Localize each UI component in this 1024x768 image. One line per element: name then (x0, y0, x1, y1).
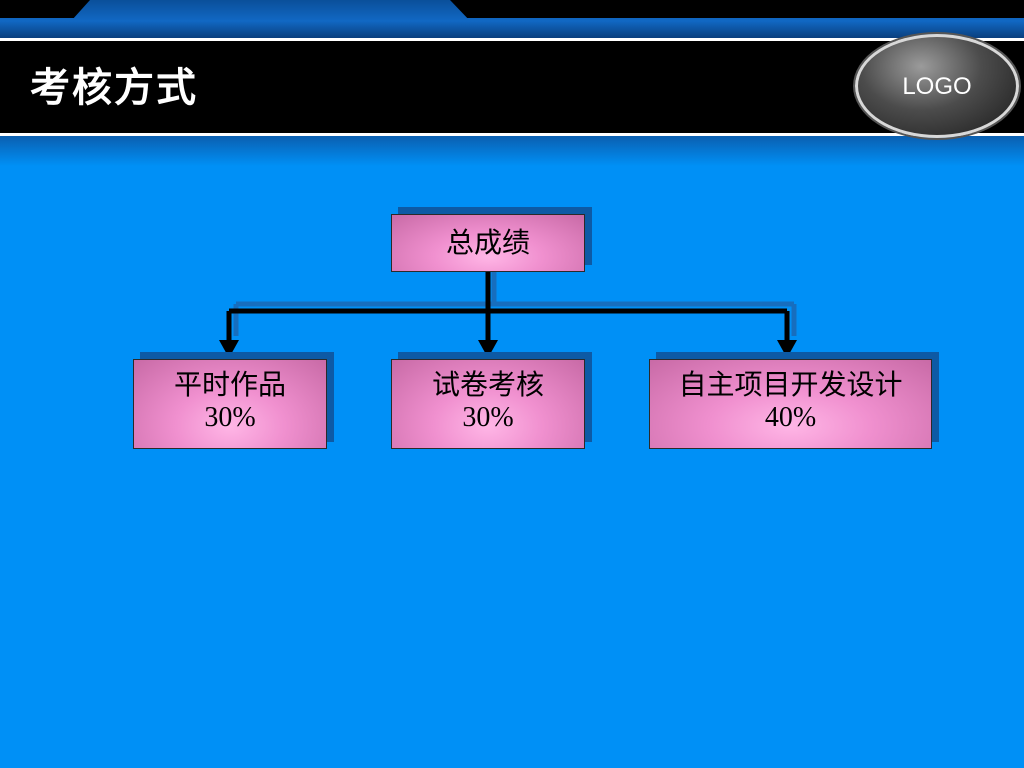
node-root-label: 总成绩 (445, 226, 530, 259)
connector-shadow (233, 272, 797, 336)
logo-text: LOGO (902, 73, 972, 100)
node-child-1-label: 平时作品 (173, 368, 286, 401)
node-child-1-percent: 30% (204, 402, 256, 433)
node-child-1: 平时作品 30% (133, 359, 327, 449)
node-child-3: 自主项目开发设计 40% (649, 359, 932, 449)
arrowhead-right (777, 340, 797, 358)
node-child-3-percent: 40% (764, 402, 817, 433)
node-child-2: 试卷考核 30% (391, 359, 585, 449)
arrowhead-left (219, 340, 239, 358)
node-child-2-percent: 30% (462, 402, 514, 433)
node-child-2-label: 试卷考核 (431, 368, 544, 401)
connector-lines (226, 272, 790, 342)
top-decor-tab-left (0, 0, 90, 18)
title-band-gradient (0, 136, 1024, 166)
connector-arrowheads (219, 340, 797, 358)
node-root: 总成绩 (391, 214, 585, 272)
logo: LOGO (855, 34, 1019, 138)
top-decor-strip (0, 0, 1024, 38)
page-title: 考核方式 (30, 65, 198, 111)
node-child-3-label: 自主项目开发设计 (678, 368, 903, 401)
arrowhead-center (478, 340, 498, 358)
title-band: 考核方式 (0, 38, 1024, 136)
top-decor-tab-right (450, 0, 1024, 18)
